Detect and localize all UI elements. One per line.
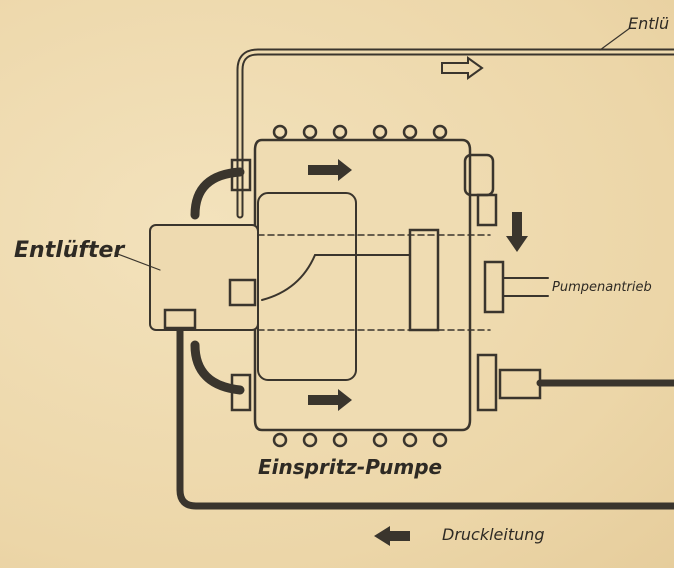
flow-arrow-upper [308,159,352,181]
coupling [408,228,440,332]
label-pump-drive: Pumpenantrieb [552,280,652,295]
label-injection-pump: Einspritz-Pumpe [258,455,443,479]
flow-arrow-down [506,212,528,252]
bottom-bolts [272,432,448,448]
label-pressure-line: Druckleitung [442,525,545,544]
flow-arrow-lower [308,389,352,411]
shaft-band [257,234,491,331]
label-vent: Entlüfter [14,238,125,263]
flow-arrow-hollow [441,56,484,80]
pressure-line-pipe [176,326,674,510]
top-bolts [272,124,448,140]
label-vent-top: Entlü [628,14,670,33]
flow-arrow-left [374,526,410,546]
pump-body [253,138,472,432]
drive-shaft [502,277,549,297]
